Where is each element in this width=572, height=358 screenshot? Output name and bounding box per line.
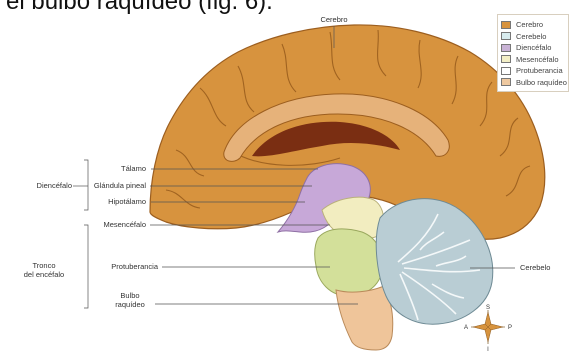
legend-item: Cerebro [501, 19, 565, 31]
protuberancia-region [315, 229, 383, 296]
label-hipotalamo: Hipotálamo [108, 197, 146, 206]
legend-swatch [501, 44, 511, 52]
compass-east: P [508, 325, 512, 331]
legend-item: Cerebelo [501, 31, 565, 43]
legend-swatch [501, 78, 511, 86]
legend-swatch [501, 32, 511, 40]
legend-label: Bulbo raquídeo [516, 78, 567, 87]
legend: Cerebro Cerebelo Diencéfalo Mesencéfalo … [497, 14, 569, 92]
label-bulbo-line1: Bulbo [120, 291, 139, 300]
label-cerebelo: Cerebelo [520, 263, 550, 272]
compass-west: A [464, 325, 468, 331]
legend-label: Protuberancia [516, 66, 563, 75]
legend-label: Diencéfalo [516, 43, 551, 52]
legend-item: Bulbo raquídeo [501, 77, 565, 89]
legend-swatch [501, 55, 511, 63]
legend-label: Mesencéfalo [516, 55, 559, 64]
legend-item: Diencéfalo [501, 42, 565, 54]
compass-north: S [486, 305, 490, 311]
label-talamo: Tálamo [121, 164, 146, 173]
label-protuberancia: Protuberancia [111, 262, 159, 271]
label-cerebro: Cerebro [320, 15, 347, 24]
legend-swatch [501, 21, 511, 29]
legend-item: Mesencéfalo [501, 54, 565, 66]
legend-label: Cerebelo [516, 32, 546, 41]
label-tronco-line2: del encéfalo [24, 270, 64, 279]
bulbo-region [336, 286, 393, 350]
legend-item: Protuberancia [501, 65, 565, 77]
label-diencefalo-group: Diencéfalo [37, 181, 72, 190]
legend-swatch [501, 67, 511, 75]
label-bulbo-line2: raquídeo [115, 300, 145, 309]
compass-south: I [487, 347, 489, 353]
label-glandula-pineal: Glándula pineal [94, 181, 146, 190]
label-mesencefalo: Mesencéfalo [103, 220, 146, 229]
label-tronco-line1: Tronco [32, 261, 55, 270]
legend-label: Cerebro [516, 20, 543, 29]
